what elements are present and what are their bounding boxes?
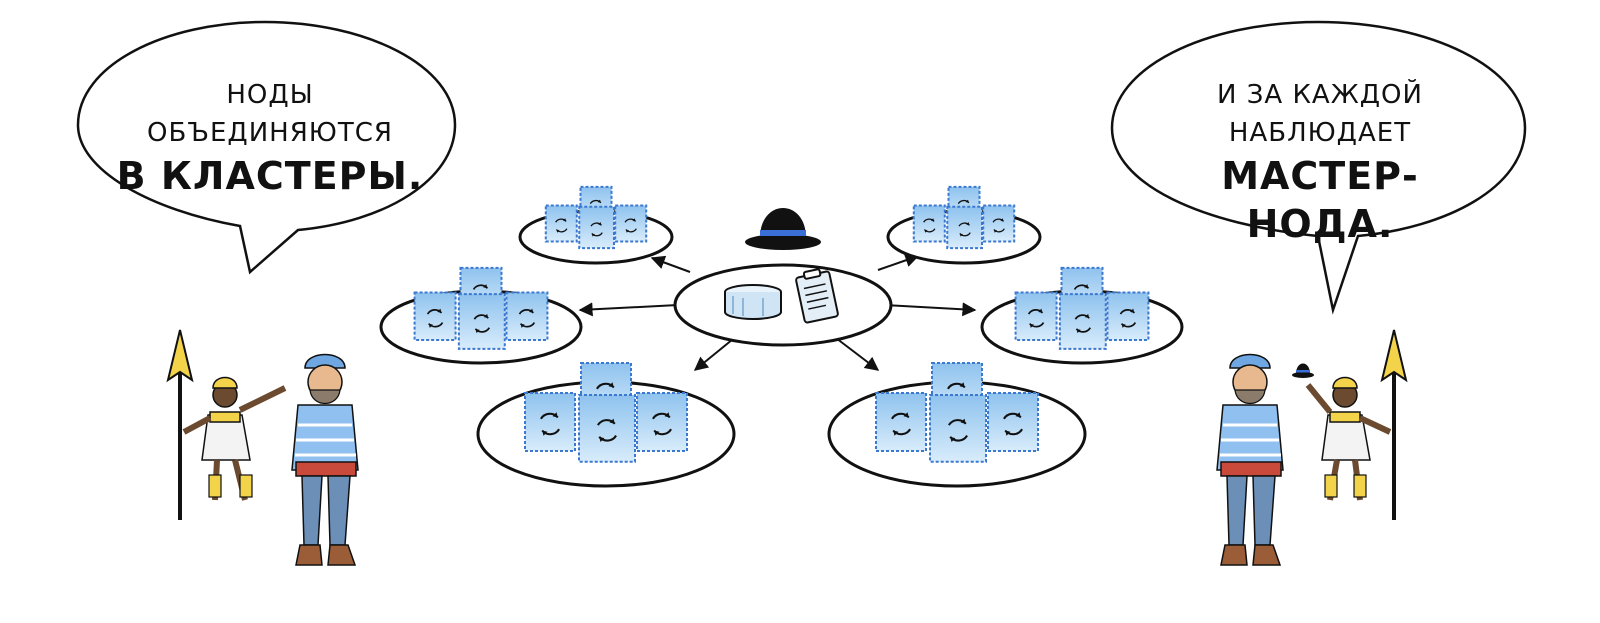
engineer-figure	[1216, 353, 1284, 566]
worker-node	[912, 204, 946, 243]
worker-cluster	[476, 362, 736, 488]
speech-left-line-2: ОБЪЕДИНЯЮТСЯ	[147, 118, 393, 148]
warrior-figure	[1292, 363, 1392, 501]
worker-cluster	[827, 362, 1087, 488]
storage-disk-icon	[724, 284, 782, 320]
worker-node	[578, 205, 615, 250]
worker-cluster	[886, 185, 1042, 265]
worker-node	[614, 204, 648, 243]
worker-cluster	[379, 266, 583, 365]
spear-icon	[1380, 329, 1408, 520]
spear-icon	[166, 329, 194, 520]
worker-cluster	[518, 185, 674, 265]
speech-right-line-3: МАСТЕР-НОДА.	[1221, 154, 1419, 246]
speech-left-line-3: В КЛАСТЕРЫ.	[116, 154, 424, 198]
worker-cluster	[980, 266, 1184, 365]
speech-text-right: И ЗА КАЖДОЙ НАБЛЮДАЕТ МАСТЕР-НОДА.	[1150, 76, 1490, 248]
worker-node	[457, 293, 506, 350]
speech-bubble-right	[1110, 20, 1527, 315]
characters-right	[1216, 329, 1408, 566]
characters-left	[166, 329, 359, 566]
worker-node	[544, 204, 578, 243]
engineer-figure	[291, 353, 359, 566]
worker-node	[929, 394, 987, 463]
speech-bubble-left	[76, 20, 457, 275]
speech-right-line-2: НАБЛЮДАЕТ	[1228, 118, 1412, 148]
speech-right-line-1: И ЗА КАЖДОЙ	[1217, 80, 1423, 110]
clusters	[379, 185, 1184, 488]
warrior-figure	[182, 376, 287, 501]
worker-node	[578, 394, 636, 463]
bowler-hat-icon	[1292, 363, 1314, 378]
worker-node	[413, 291, 457, 342]
worker-node	[505, 291, 549, 342]
worker-node	[1014, 291, 1058, 342]
worker-node	[987, 392, 1039, 452]
speech-left-line-1: НОДЫ	[226, 80, 314, 110]
worker-node	[1106, 291, 1150, 342]
worker-node	[1058, 293, 1107, 350]
worker-node	[875, 392, 927, 452]
worker-node	[946, 205, 983, 250]
worker-node	[982, 204, 1016, 243]
bowler-hat-icon	[745, 208, 821, 250]
worker-node	[524, 392, 576, 452]
worker-node	[636, 392, 688, 452]
clipboard-icon	[795, 268, 839, 324]
speech-text-left: НОДЫ ОБЪЕДИНЯЮТСЯ В КЛАСТЕРЫ.	[110, 76, 430, 200]
master-node	[673, 263, 893, 347]
